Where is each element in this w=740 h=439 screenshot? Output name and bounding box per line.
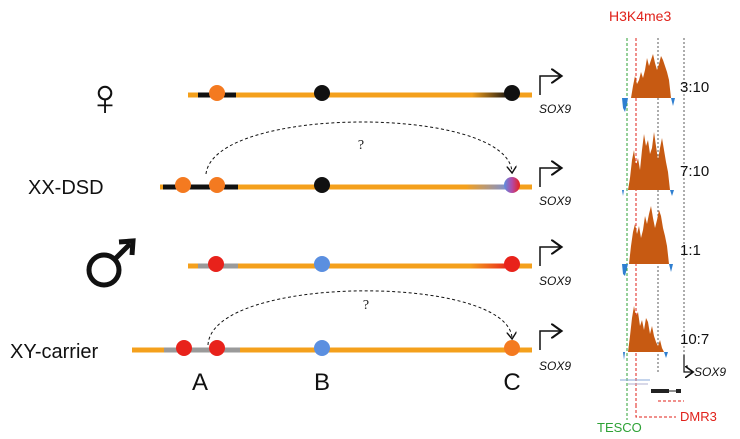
track-gene-label: SOX9 <box>694 365 726 379</box>
female-symbol: ♀ <box>86 69 125 127</box>
gene-model-exon <box>651 389 669 393</box>
peak-orange <box>628 306 664 352</box>
site-c-dot <box>504 256 520 272</box>
gene-label: SOX9 <box>539 274 571 288</box>
ratio-label: 10:7 <box>680 331 709 348</box>
gene-label: SOX9 <box>539 359 571 373</box>
peak-orange <box>629 206 669 264</box>
site-c-dot <box>504 85 520 101</box>
loop-arc <box>205 121 512 174</box>
loop-question: ? <box>358 138 364 153</box>
site-b-dot <box>314 340 330 356</box>
valley-blue <box>621 352 625 360</box>
site-a2-dot <box>209 177 225 193</box>
loop-arc <box>207 290 512 346</box>
row-female: ♀ SOX9 <box>86 69 571 127</box>
site-a-dot <box>209 85 225 101</box>
gene-label: SOX9 <box>539 194 571 208</box>
valley-blue <box>620 98 628 112</box>
tss-arrow <box>539 168 560 187</box>
region-c-gradient <box>470 263 510 269</box>
valley-blue <box>671 98 675 106</box>
signal-track: 3:10 <box>620 54 709 112</box>
male-symbol <box>86 238 136 288</box>
peak-orange <box>628 132 670 190</box>
row-label: XY-carrier <box>10 341 99 363</box>
site-b-dot <box>314 256 330 272</box>
row-label: XX-DSD <box>28 177 104 199</box>
ratio-label: 3:10 <box>680 79 709 96</box>
sox9-tss-arrow <box>683 355 692 372</box>
tesco-label: TESCO <box>597 420 642 435</box>
valley-blue <box>620 264 628 276</box>
row-xy-carrier: XY-carrier SOX9 <box>10 331 571 373</box>
tss-arrow <box>539 76 560 95</box>
signal-track: 7:10 <box>622 132 709 196</box>
site-c-label: C <box>503 369 520 396</box>
peak-orange <box>631 54 671 98</box>
site-b-dot <box>314 177 330 193</box>
site-c-dot <box>504 340 520 356</box>
tss-arrow <box>539 247 560 266</box>
gene-label: SOX9 <box>539 102 571 116</box>
site-a1-dot <box>176 340 192 356</box>
site-b-label: B <box>314 369 330 396</box>
site-a1-dot <box>175 177 191 193</box>
site-c-dot <box>504 177 520 193</box>
signal-track: 1:1 <box>620 206 701 276</box>
row-male: SOX9 <box>86 238 571 288</box>
site-a-dot <box>208 256 224 272</box>
site-b-dot <box>314 85 330 101</box>
valley-blue <box>670 190 674 196</box>
site-a2-dot <box>209 340 225 356</box>
region-c-gradient <box>472 92 510 98</box>
dmr3-bracket <box>635 405 676 418</box>
ratio-label: 1:1 <box>680 242 701 259</box>
loop-question: ? <box>363 298 369 313</box>
valley-blue <box>664 352 668 358</box>
h3k4me3-track-panel: H3K4me3 3:10 7:10 1:1 <box>597 8 726 435</box>
signal-track: 10:7 <box>621 306 709 360</box>
dmr3-label: DMR3 <box>680 409 717 424</box>
tss-arrow <box>539 331 560 350</box>
row-xx-dsd: XX-DSD SOX9 <box>28 168 571 208</box>
region-c-gradient <box>466 184 511 190</box>
site-a-label: A <box>192 369 208 396</box>
ratio-label: 7:10 <box>680 163 709 180</box>
valley-blue <box>622 190 624 196</box>
gene-model-exon <box>676 389 681 393</box>
valley-blue <box>669 264 673 272</box>
track-title: H3K4me3 <box>609 8 671 24</box>
